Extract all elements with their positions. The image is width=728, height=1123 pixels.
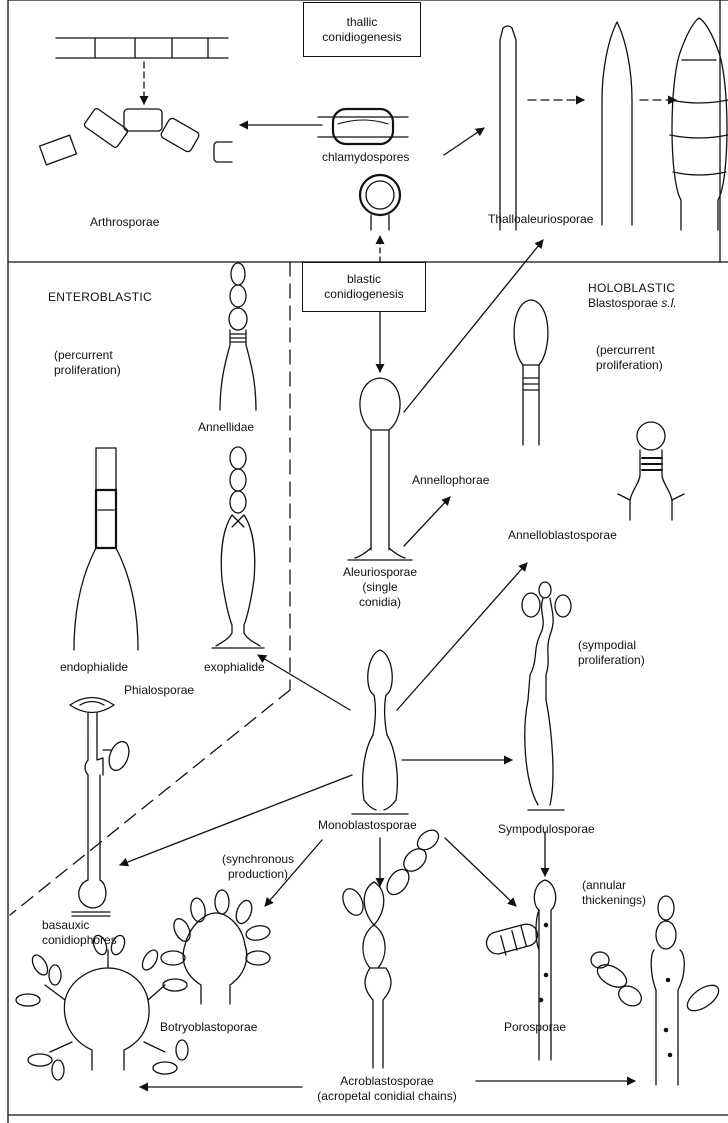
acroblastosporae-line-1: Acroblastosporae [292,1074,482,1089]
phialosporae-label: Phialosporae [124,683,194,698]
blastic-box: blastic conidiogenesis [302,262,426,312]
annular-label-1: (annular [582,878,626,893]
sympodial-label-2: proliferation) [578,653,645,668]
thalloaleuriosporae-label: Thalloaleuriosporae [488,212,593,227]
aleuriosporae-line-2: (single [330,580,430,595]
acroblastosporae-label: Acroblastosporae (acropetal conidial cha… [292,1074,482,1104]
acroblastosporae-line-2: (acropetal conidial chains) [292,1089,482,1104]
annelloblastospore-drawing [618,422,684,520]
aleuriospore-drawing [348,378,412,560]
botryo-small-drawing [161,890,271,1004]
arthrosporae-label: Arthrosporae [90,215,159,230]
annellophore-drawing [514,300,548,445]
aleuriosporae-line-1: Aleuriosporae [330,565,430,580]
blastic-title-line-1: blastic [324,272,403,287]
exophialide-label: exophialide [204,660,265,675]
enteroblastic-heading: ENTEROBLASTIC [48,290,152,305]
holoblastic-subheading-text: Blastosporae [588,296,658,310]
synchronous-label-1: (synchronous [222,852,294,867]
porosporae-label: Porosporae [504,1020,566,1035]
aleuriosporae-label: Aleuriosporae (single conidia) [330,565,430,610]
blastic-title-line-2: conidiogenesis [324,287,403,302]
holoblastic-percurrent-2: proliferation) [596,358,663,373]
arrow-to-phialosporae [258,655,350,710]
holoblastic-heading: HOLOBLASTIC [588,281,675,296]
enteroblastic-percurrent-1: (percurrent [54,348,113,363]
chlamydospore-drawing [318,109,408,230]
holoblastic-subheading: Blastosporae s.l. [588,296,677,311]
exophialide-drawing [212,447,264,648]
aleuriosporae-line-3: conidia) [330,595,430,610]
porospore-right-drawing [591,896,723,1085]
synchronous-label-2: production) [228,867,288,882]
sympodulosporae-label: Sympodulosporae [498,822,595,837]
enteroblastic-percurrent-2: proliferation) [54,363,121,378]
basauxic-label-2: conidiophores [42,933,117,948]
arthrosporae-drawing [40,38,232,165]
acroblasto-drawing [339,826,442,1068]
endophialide-drawing [74,448,138,650]
annellidae-label: Annellidae [198,420,254,435]
basauxic-label-1: basauxic [42,918,89,933]
sympodulospore-drawing [522,582,571,810]
thallic-box: thallic conidiogenesis [303,2,421,57]
thalloaleuriospore-drawing [500,18,728,230]
holoblastic-percurrent-1: (percurrent [596,343,655,358]
arrow-to-thalloaleuriosporae [444,128,484,155]
thallic-title-line-1: thallic [322,15,401,30]
thallic-title-line-2: conidiogenesis [322,30,401,45]
botryoblastoporae-label: Botryoblastoporae [160,1020,257,1035]
annelloblastosporae-label: Annelloblastosporae [508,528,617,543]
arrow-aleurio-to-annellophorae [404,497,450,546]
annellidae-drawing [220,263,256,410]
sympodial-label-1: (sympodial [578,638,636,653]
monoblastospore-drawing [352,650,408,814]
holoblastic-subheading-italic: s.l. [661,296,676,310]
chlamydospores-label: chlamydospores [322,150,409,165]
basauxic-drawing [70,698,133,917]
endophialide-label: endophialide [60,660,128,675]
arrow-to-porosporae [445,838,516,906]
annellophorae-label: Annellophorae [412,473,489,488]
monoblastosporae-label: Monoblastosporae [318,818,417,833]
annular-label-2: thickenings) [582,893,646,908]
